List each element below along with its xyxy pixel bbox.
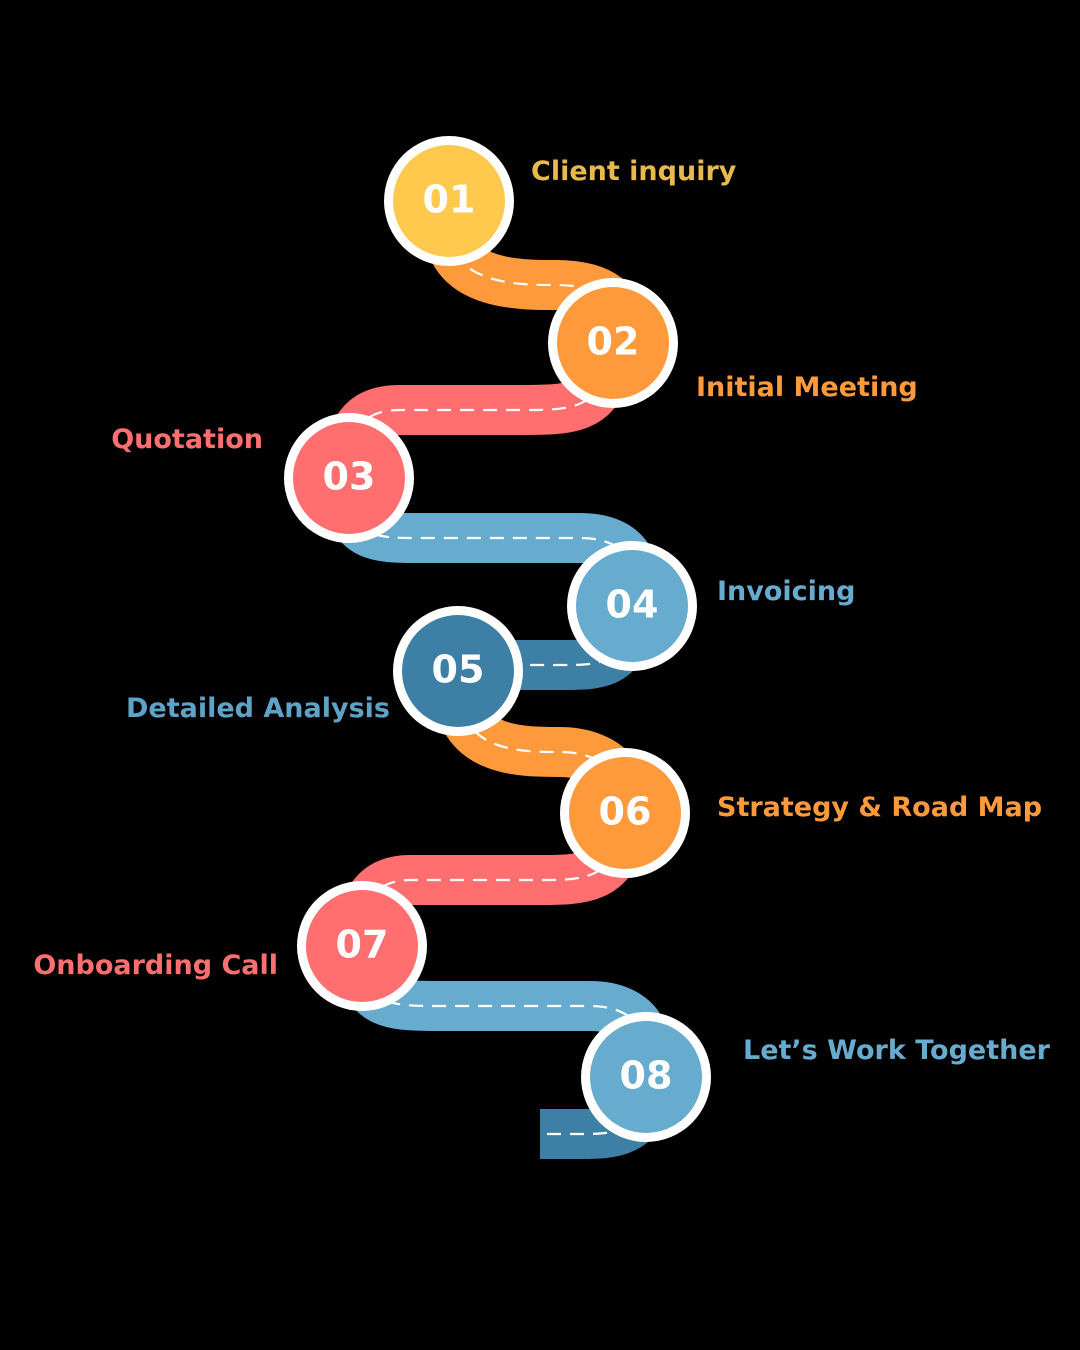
step-number-03: 03 [323, 455, 376, 499]
step-number-07: 07 [336, 923, 389, 967]
step-label-08: Let’s Work Together [743, 1035, 1050, 1066]
step-circle-03 [293, 422, 405, 534]
step-label-06: Strategy & Road Map [717, 792, 1043, 823]
step-marker-08: 08 [581, 1012, 711, 1142]
step-number-08: 08 [620, 1054, 673, 1098]
step-marker-03: 03 [284, 413, 414, 543]
step-marker-02: 02 [548, 278, 678, 408]
step-number-05: 05 [432, 648, 485, 692]
step-label-01: Client inquiry [531, 156, 737, 187]
step-circle-07 [306, 890, 418, 1002]
step-circle-04 [576, 550, 688, 662]
step-label-04: Invoicing [717, 576, 856, 607]
step-number-01: 01 [423, 178, 476, 222]
step-label-02: Initial Meeting [696, 372, 918, 403]
step-marker-06: 06 [560, 748, 690, 878]
step-number-06: 06 [599, 790, 652, 834]
step-circle-06 [569, 757, 681, 869]
step-circle-02 [557, 287, 669, 399]
step-circle-01 [393, 145, 505, 257]
step-label-05: Detailed Analysis [126, 693, 390, 724]
step-number-02: 02 [587, 320, 640, 364]
step-label-07: Onboarding Call [33, 950, 278, 981]
step-circle-05 [402, 615, 514, 727]
step-circles: 01 02 03 04 05 06 07 08 [284, 136, 711, 1142]
step-marker-01: 01 [384, 136, 514, 266]
step-number-04: 04 [606, 583, 659, 627]
step-label-03: Quotation [111, 424, 263, 455]
step-circle-08 [590, 1021, 702, 1133]
step-marker-04: 04 [567, 541, 697, 671]
step-marker-07: 07 [297, 881, 427, 1011]
step-marker-05: 05 [393, 606, 523, 736]
